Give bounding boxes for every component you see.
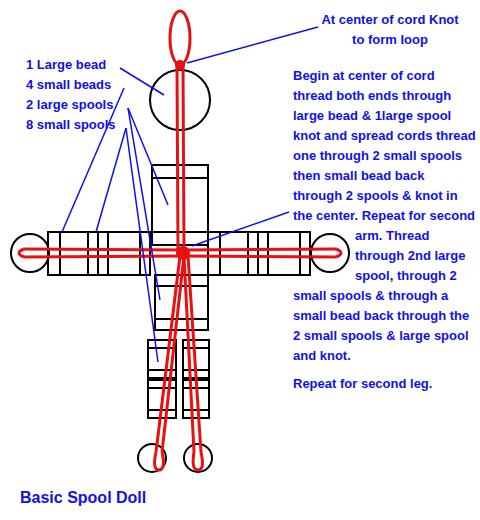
knot: [175, 60, 190, 260]
part-list-item-box: 2 large spools: [26, 95, 146, 115]
instruction-text-box: Begin at center of cord thread both ends…: [293, 66, 477, 366]
instruction-text: Repeat for second leg.: [293, 376, 432, 391]
cord: [19, 11, 341, 470]
callout-note-box: At center of cord Knot to form loop: [315, 10, 465, 50]
part-list-item-box: 4 small beads: [26, 75, 146, 95]
part-list-item-box: 1 Large bead: [26, 55, 146, 75]
instruction-text-box: Repeat for second leg.: [293, 374, 477, 394]
part-list-item: 4 small beads: [26, 77, 111, 92]
part-list-item: 1 Large bead: [26, 57, 106, 72]
callout-note: At center of cord Knot to form loop: [321, 12, 458, 47]
diagram-title: Basic Spool Doll: [20, 488, 146, 508]
part-list-item: 2 large spools: [26, 97, 113, 112]
instruction-text: Begin at center of cord thread both ends…: [293, 68, 476, 363]
part-list-item-box: 8 small spools: [26, 115, 146, 135]
part-list-item: 8 small spools: [26, 117, 116, 132]
wrap-gap: [293, 228, 355, 284]
